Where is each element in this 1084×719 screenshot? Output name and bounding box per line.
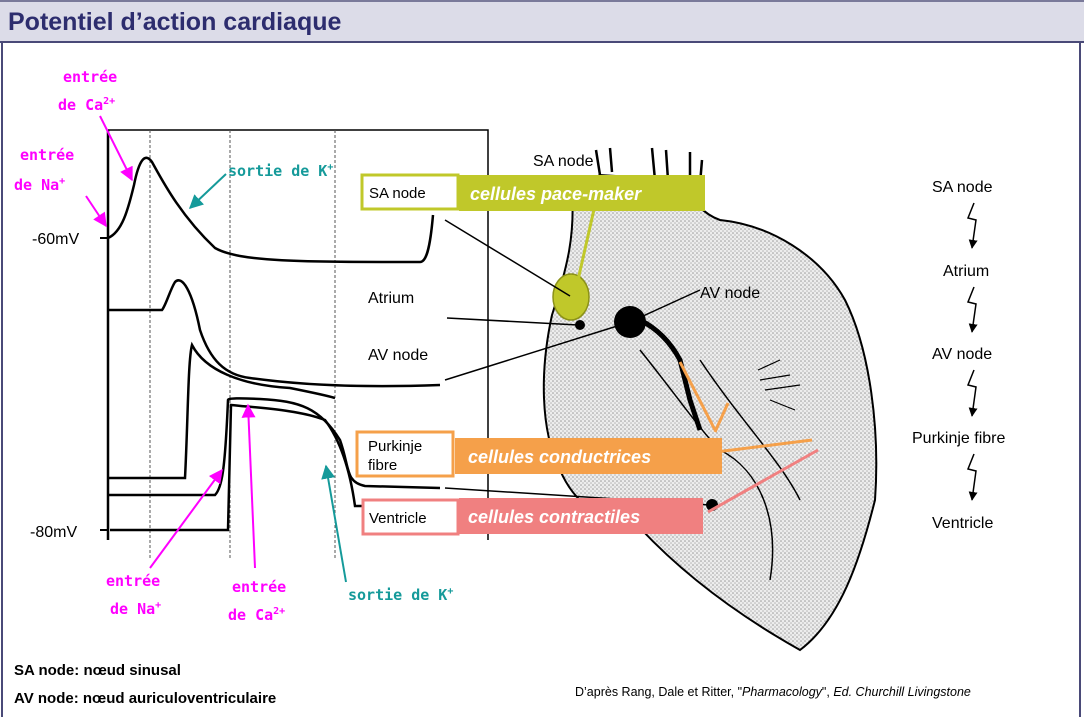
ca-in-top-l1: entrée <box>63 68 117 86</box>
trace-label-atrium: Atrium <box>368 290 414 307</box>
box-sa-node: SA node cellules pace-maker <box>362 175 705 211</box>
k-out-top-arrow <box>190 174 226 208</box>
chain-arrow <box>968 454 976 500</box>
heart-body <box>544 175 876 650</box>
chain-atrium: Atrium <box>943 263 989 280</box>
note-sa-node: SA node: nœud sinusal <box>14 662 181 679</box>
chain-arrow <box>968 287 976 332</box>
na-in-bottom-l1: entrée <box>106 572 160 590</box>
box-sa-node-text: cellules pace-maker <box>470 184 642 204</box>
k-out-bottom-arrow <box>326 466 346 582</box>
na-in-top-l1: entrée <box>20 146 74 164</box>
ca-in-bottom-l2: de Ca2+ <box>228 606 285 624</box>
ca-in-top-arrow <box>100 116 132 180</box>
ca-in-top-l2: de Ca2+ <box>58 96 115 114</box>
heart-label-av-node: AV node <box>700 285 760 302</box>
chain-av-node: AV node <box>932 346 992 363</box>
box-sa-node-label: SA node <box>369 185 426 202</box>
box-ventricle-text: cellules contractiles <box>468 507 640 527</box>
chain-purkinje: Purkinje fibre <box>912 430 1005 447</box>
ca-in-bottom-l1: entrée <box>232 578 286 596</box>
k-out-top: sortie de K+ <box>228 162 333 180</box>
box-purkinje-text: cellules conductrices <box>468 447 651 467</box>
na-in-top-l2: de Na+ <box>14 176 65 194</box>
sa-node-highlight <box>553 274 589 320</box>
chain-ventricle: Ventricle <box>932 515 993 532</box>
conduction-chain: SA node Atrium AV node Purkinje fibre Ve… <box>912 179 1005 532</box>
note-av-node: AV node: nœud auriculoventriculaire <box>14 690 276 707</box>
axis-label-60: -60mV <box>32 231 79 248</box>
box-purkinje-label-2: fibre <box>368 457 397 474</box>
citation: D’après Rang, Dale et Ritter, "Pharmacol… <box>575 685 971 699</box>
heart-label-sa-node: SA node <box>533 153 594 170</box>
na-in-top-arrow <box>86 196 106 226</box>
na-in-bottom-arrow <box>150 470 222 568</box>
na-in-bottom-l2: de Na+ <box>110 600 161 618</box>
chain-arrow <box>968 370 976 416</box>
k-out-bottom: sortie de K+ <box>348 586 453 604</box>
ion-annotations: entrée de Ca2+ entrée de Na+ sortie de K… <box>14 68 453 624</box>
axis-label-80: -80mV <box>30 524 77 541</box>
chain-arrow <box>968 203 976 248</box>
box-ventricle: Ventricle cellules contractiles <box>363 498 703 534</box>
trace-label-av-node: AV node <box>368 347 428 364</box>
box-purkinje-label-1: Purkinje <box>368 438 422 455</box>
heart-illustration: SA node AV node <box>533 148 876 650</box>
box-purkinje: Purkinje fibre cellules conductrices <box>357 432 722 476</box>
ca-in-bottom-arrow <box>248 405 255 568</box>
chain-sa-node: SA node <box>932 179 993 196</box>
box-ventricle-label: Ventricle <box>369 510 427 527</box>
